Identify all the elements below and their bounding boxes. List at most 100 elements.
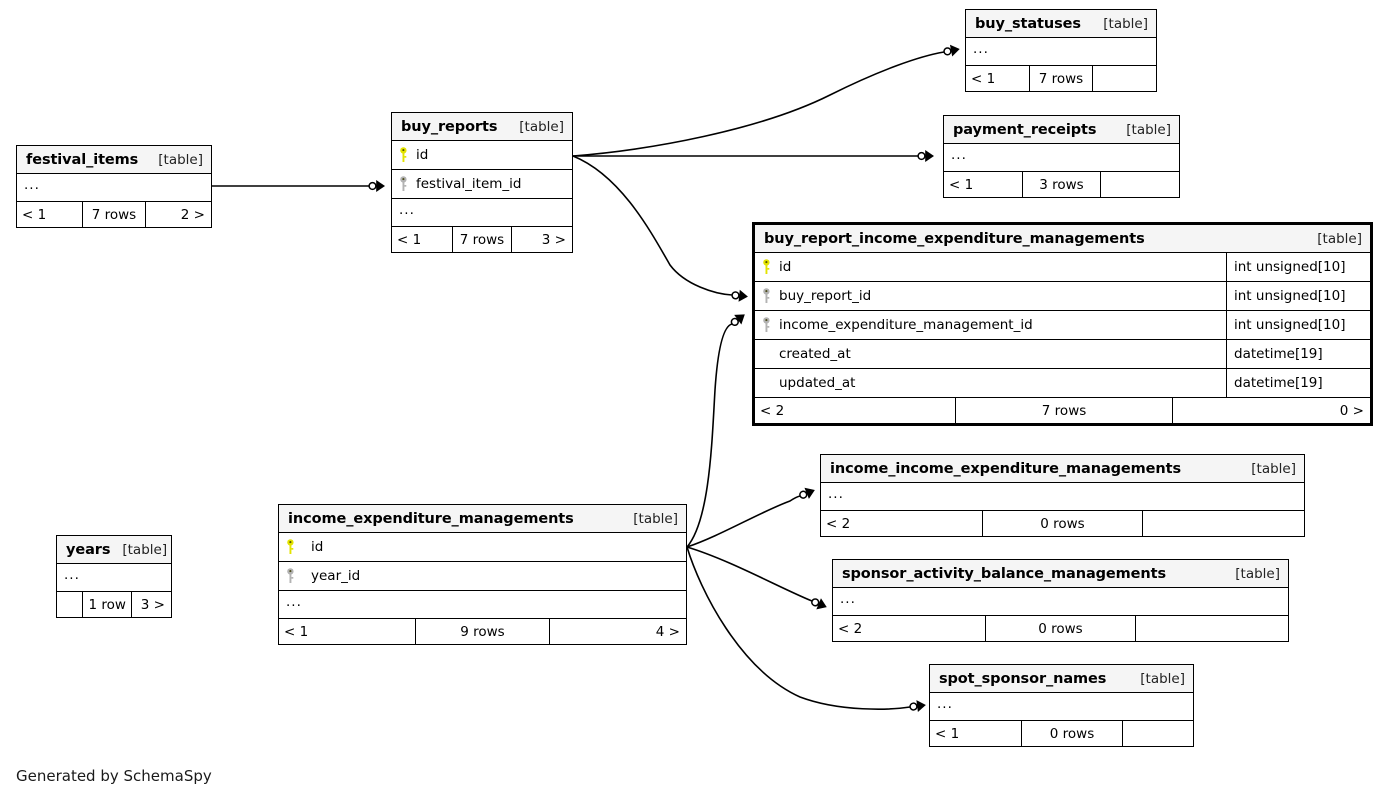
ellipsis-text: ... (64, 566, 80, 583)
key-icon (400, 176, 407, 191)
crowsfoot-arrowhead (804, 487, 815, 499)
key-icon (763, 317, 770, 332)
table-column-row[interactable]: id (392, 141, 572, 170)
hidden-columns-ellipsis: ... (17, 174, 211, 202)
optional-cardinality-circle (731, 291, 740, 300)
table-column-row[interactable]: income_expenditure_management_id int unsi… (755, 311, 1370, 340)
key-icon (287, 539, 294, 554)
key-icon (287, 568, 294, 583)
table-header-years: years[table] (57, 536, 171, 564)
table-type-tag: [table] (1317, 230, 1362, 247)
footer-parents-count: < 1 (22, 206, 47, 223)
table-type-tag: [table] (158, 151, 203, 168)
crowsfoot-arrowhead (816, 598, 827, 610)
hidden-columns-ellipsis: ... (944, 144, 1179, 172)
table-type-tag: [table] (1103, 15, 1148, 32)
table-header-festival_items: festival_items [table] (17, 146, 211, 174)
table-type-tag: [table] (1251, 460, 1296, 477)
key-icon (763, 259, 770, 274)
column-datatype: int unsigned[10] (1226, 311, 1370, 339)
column-name: created_at (779, 346, 851, 362)
table-type-tag: [table] (122, 541, 168, 558)
table-node-buy_report_income_expenditure_managements[interactable]: buy_report_income_expenditure_management… (752, 222, 1373, 426)
table-column-row[interactable]: year_id (279, 562, 686, 591)
table-header-buy_report_income_expenditure_managements: buy_report_income_expenditure_management… (755, 225, 1370, 253)
table-column-row[interactable]: id (279, 533, 686, 562)
relationship-endpoint-marker (943, 44, 960, 57)
footer-parents-count: < 1 (397, 231, 422, 248)
relationship-endpoint-marker (368, 180, 385, 192)
table-header-income_income_expenditure_managements: income_income_expenditure_managements[ta… (821, 455, 1304, 483)
table-title: income_expenditure_managements (288, 510, 574, 527)
column-name: year_id (311, 568, 361, 584)
footer-row-count: 7 rows (954, 398, 1174, 423)
table-type-tag: [table] (519, 118, 564, 135)
relationship-edge-income_expenditure_managements-to-income_income_expenditure_managements (686, 495, 801, 548)
column-name: id (416, 147, 429, 163)
table-title: buy_reports (401, 118, 498, 135)
optional-cardinality-circle (730, 317, 739, 327)
footer-row-count: 7 rows (1029, 66, 1093, 91)
column-name: income_expenditure_management_id (779, 317, 1033, 333)
relationship-endpoint-marker (811, 598, 827, 610)
column-main: id (392, 147, 572, 163)
table-node-income_income_expenditure_managements[interactable]: income_income_expenditure_managements[ta… (820, 454, 1305, 537)
table-title: payment_receipts (953, 121, 1097, 138)
column-main: id (279, 539, 686, 555)
relationship-endpoint-marker (730, 314, 745, 327)
footer-children-count: 4 > (655, 623, 680, 640)
footer-parents-count: < 1 (971, 70, 996, 87)
column-name: updated_at (779, 375, 856, 391)
column-datatype: datetime[19] (1226, 340, 1370, 368)
column-main: festival_item_id (392, 176, 572, 192)
table-node-sponsor_activity_balance_managements[interactable]: sponsor_activity_balance_managements[tab… (832, 559, 1289, 642)
column-main: id (755, 259, 1226, 275)
table-type-tag: [table] (1235, 565, 1280, 582)
table-header-sponsor_activity_balance_managements: sponsor_activity_balance_managements[tab… (833, 560, 1288, 588)
ellipsis-text: ... (973, 40, 989, 57)
footer-parents-count (57, 592, 82, 617)
footer-parents-count: < 2 (838, 620, 863, 637)
relationship-endpoint-marker (909, 700, 926, 713)
table-column-row[interactable]: festival_item_id (392, 170, 572, 199)
footer-children-count (1136, 616, 1288, 641)
table-node-buy_reports[interactable]: buy_reports [table] id festival_item_id... <… (391, 112, 573, 253)
table-node-buy_statuses[interactable]: buy_statuses[table]... < 1 7 rows (965, 9, 1157, 92)
table-title: buy_report_income_expenditure_management… (764, 230, 1145, 247)
crowsfoot-arrowhead (916, 700, 926, 713)
footer-parents-count: < 1 (935, 725, 960, 742)
table-header-payment_receipts: payment_receipts [table] (944, 116, 1179, 144)
relationship-edge-income_expenditure_managements-to-sponsor_activity_balance_managements (686, 546, 813, 602)
table-header-buy_statuses: buy_statuses[table] (966, 10, 1156, 38)
table-type-tag: [table] (1126, 121, 1171, 138)
footer-row-count: 7 rows (451, 227, 513, 252)
footer-children-count: 2 > (180, 206, 205, 223)
table-type-tag: [table] (1140, 670, 1185, 687)
table-header-buy_reports: buy_reports [table] (392, 113, 572, 141)
table-title: festival_items (26, 151, 139, 168)
footer-row-count: 0 rows (981, 511, 1144, 536)
column-main: income_expenditure_management_id (755, 317, 1226, 333)
table-column-row[interactable]: created_at datetime[19] (755, 340, 1370, 369)
footer-children-count (1123, 721, 1193, 746)
relationship-endpoint-marker (799, 487, 815, 499)
footer-row-count: 3 rows (1022, 172, 1101, 197)
optional-cardinality-circle (811, 598, 820, 607)
footer-children-count (1093, 66, 1156, 91)
footer-children-count: 0 > (1339, 402, 1364, 419)
ellipsis-text: ... (399, 201, 415, 218)
